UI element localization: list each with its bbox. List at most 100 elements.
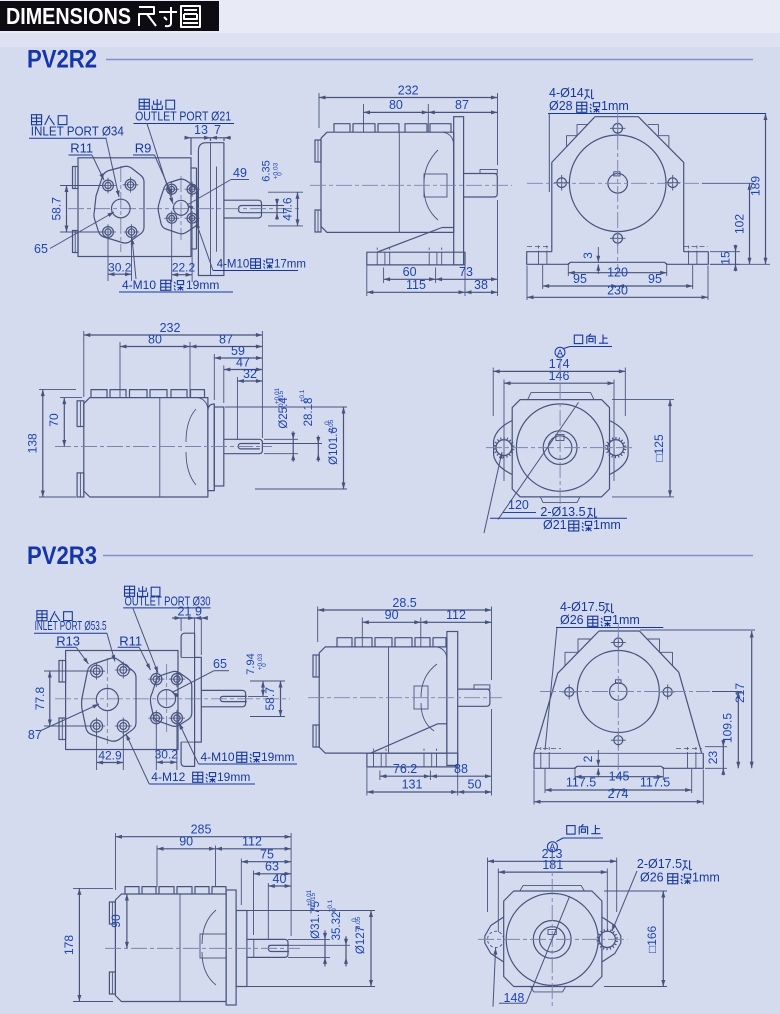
svg-text:73: 73 <box>459 265 473 279</box>
svg-text:19mm: 19mm <box>186 278 219 292</box>
svg-text:0: 0 <box>261 663 268 667</box>
svg-text:INLET PORT Ø53.5: INLET PORT Ø53.5 <box>35 618 107 633</box>
svg-text:19mm: 19mm <box>261 750 294 764</box>
svg-text:42.9: 42.9 <box>98 749 122 763</box>
svg-text:4-M10: 4-M10 <box>217 259 250 271</box>
svg-text:19mm: 19mm <box>217 770 250 784</box>
svg-text:6.35: 6.35 <box>261 160 273 181</box>
svg-text:1mm: 1mm <box>601 99 629 113</box>
svg-text:70: 70 <box>47 413 61 427</box>
svg-text:-0.015: -0.015 <box>310 892 317 911</box>
svg-text:232: 232 <box>398 83 419 97</box>
svg-text:120: 120 <box>607 266 628 280</box>
svg-text:112: 112 <box>242 835 262 849</box>
svg-text:90: 90 <box>179 835 193 849</box>
svg-text:OUTLET PORT Ø21: OUTLET PORT Ø21 <box>135 109 231 124</box>
svg-text:PV2R2: PV2R2 <box>27 46 97 74</box>
svg-text:77.8: 77.8 <box>33 686 47 710</box>
svg-text:90: 90 <box>109 914 123 928</box>
svg-text:80: 80 <box>148 332 162 346</box>
svg-text:17mm: 17mm <box>274 259 306 271</box>
svg-text:-0.05: -0.05 <box>328 419 335 434</box>
svg-text:65: 65 <box>34 242 48 256</box>
svg-text:138: 138 <box>26 433 40 453</box>
svg-text:4-M10: 4-M10 <box>201 750 235 764</box>
svg-text:15: 15 <box>719 251 733 265</box>
svg-text:146: 146 <box>549 369 570 383</box>
svg-text:2-Ø17.5: 2-Ø17.5 <box>637 857 682 871</box>
svg-text:7: 7 <box>214 123 221 137</box>
svg-text:Ø26: Ø26 <box>560 613 584 627</box>
svg-text:88: 88 <box>454 762 468 776</box>
svg-text:189: 189 <box>749 176 763 196</box>
svg-text:145: 145 <box>609 770 630 784</box>
svg-text:INLET PORT Ø34: INLET PORT Ø34 <box>31 124 124 139</box>
svg-text:4-Ø14: 4-Ø14 <box>549 86 584 100</box>
svg-text:□125: □125 <box>652 434 666 462</box>
svg-text:30.2: 30.2 <box>108 261 132 275</box>
svg-text:117.5: 117.5 <box>640 776 670 790</box>
svg-text:102: 102 <box>733 214 747 234</box>
svg-text:4-M12: 4-M12 <box>151 770 185 784</box>
svg-text:47.6: 47.6 <box>281 197 295 221</box>
svg-text:0: 0 <box>303 398 310 402</box>
svg-text:Ø26: Ø26 <box>640 871 664 885</box>
svg-text:90: 90 <box>385 608 399 622</box>
svg-text:109.5: 109.5 <box>721 713 735 743</box>
svg-text:4-M10: 4-M10 <box>122 278 156 292</box>
svg-text:35.32: 35.32 <box>331 912 343 941</box>
svg-text:217: 217 <box>733 683 747 703</box>
svg-text:1mm: 1mm <box>593 518 621 532</box>
svg-text:120: 120 <box>508 498 529 512</box>
svg-text:R9: R9 <box>135 141 152 156</box>
svg-text:R11: R11 <box>119 633 142 648</box>
svg-text:181: 181 <box>542 858 563 872</box>
svg-text:30.2: 30.2 <box>155 748 179 762</box>
svg-text:58.7: 58.7 <box>263 687 277 711</box>
svg-text:87: 87 <box>28 728 42 742</box>
svg-text:95: 95 <box>648 272 662 286</box>
svg-text:178: 178 <box>62 935 76 955</box>
svg-text:Ø28: Ø28 <box>549 99 573 113</box>
svg-text:0: 0 <box>277 172 284 176</box>
svg-text:R13: R13 <box>56 633 80 648</box>
svg-text:65: 65 <box>213 657 227 671</box>
svg-text:95: 95 <box>573 272 587 286</box>
svg-text:76.2: 76.2 <box>393 762 417 776</box>
svg-text:21: 21 <box>178 604 192 618</box>
svg-text:23: 23 <box>706 751 720 765</box>
svg-text:112: 112 <box>446 608 466 622</box>
svg-text:115: 115 <box>406 278 426 292</box>
svg-text:-0.05: -0.05 <box>355 916 362 931</box>
svg-text:□166: □166 <box>645 925 659 953</box>
svg-text:285: 285 <box>191 823 212 837</box>
svg-text:32: 32 <box>243 367 257 381</box>
svg-text:274: 274 <box>608 787 629 801</box>
svg-text:1mm: 1mm <box>692 871 720 885</box>
svg-text:PV2R3: PV2R3 <box>27 542 97 570</box>
svg-text:7.94: 7.94 <box>245 653 257 674</box>
svg-text:1mm: 1mm <box>612 613 640 627</box>
svg-text:2-Ø13.5: 2-Ø13.5 <box>540 505 585 519</box>
svg-text:13: 13 <box>194 123 208 137</box>
svg-text:230: 230 <box>607 283 628 297</box>
svg-text:131: 131 <box>402 778 423 792</box>
svg-text:40: 40 <box>273 872 287 886</box>
svg-text:22.2: 22.2 <box>172 260 196 274</box>
svg-text:-0.015: -0.015 <box>278 390 285 409</box>
svg-text:4-Ø17.5: 4-Ø17.5 <box>560 600 605 614</box>
svg-text:0: 0 <box>331 908 338 912</box>
svg-text:38: 38 <box>474 278 488 292</box>
svg-text:DIMENSIONS: DIMENSIONS <box>6 3 131 29</box>
svg-text:Ø21: Ø21 <box>543 518 567 532</box>
svg-text:3: 3 <box>581 252 595 259</box>
svg-text:49: 49 <box>233 166 247 180</box>
svg-text:117.5: 117.5 <box>566 776 596 790</box>
svg-text:60: 60 <box>403 265 417 279</box>
svg-text:2: 2 <box>581 755 595 762</box>
svg-text:R11: R11 <box>70 141 93 156</box>
svg-text:80: 80 <box>389 98 403 112</box>
svg-text:50: 50 <box>468 778 482 792</box>
svg-text:87: 87 <box>455 98 469 112</box>
svg-text:58.7: 58.7 <box>50 197 64 221</box>
